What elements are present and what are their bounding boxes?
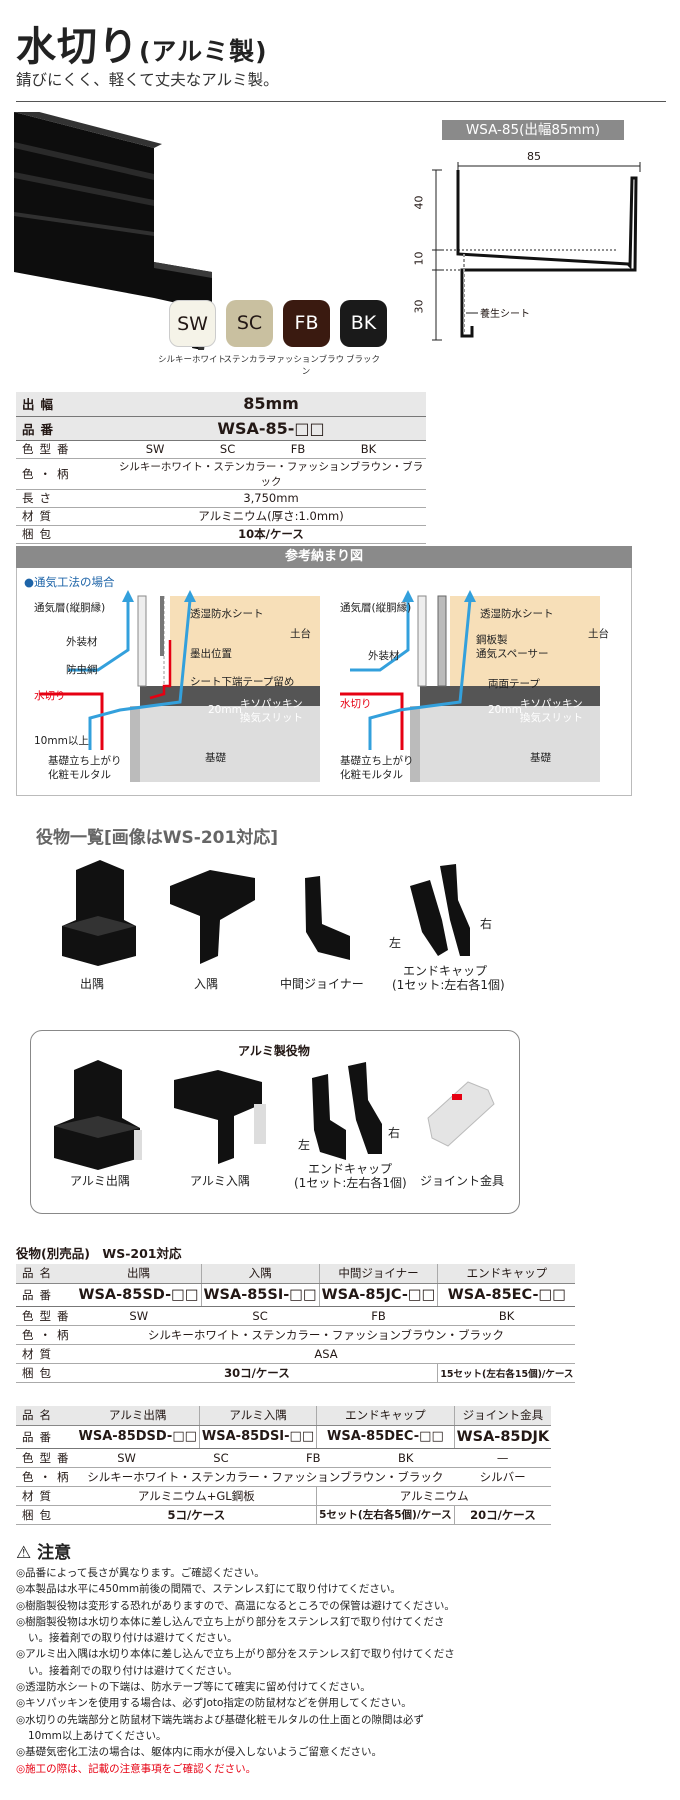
- ref-left-r3: 墨出位置: [190, 648, 232, 660]
- ref-right-r2: 土台: [588, 628, 609, 640]
- ref-right-l6: 基礎立ち上がり: [340, 755, 414, 767]
- dim-h1: 40: [412, 195, 426, 210]
- dimension-title: WSA-85(出幅85mm): [442, 120, 624, 140]
- ref-right-r5: 20mm: [488, 704, 522, 716]
- ref-right-r6: キソパッキン: [520, 698, 583, 710]
- swatch-sw: SW: [169, 300, 216, 347]
- alu-accessory-label-4: ジョイント金具: [420, 1174, 505, 1188]
- swatch-label-fb: ファッションブラウン: [267, 355, 345, 377]
- note-item: ◎透湿防水シートの下端は、防水テープ等にて確実に留め付けてください。: [16, 1681, 371, 1694]
- ref-right-l1: 通気層(縦胴縁): [340, 602, 412, 614]
- page-subtitle: 錆びにくく、軽くて丈夫なアルミ製。: [16, 71, 279, 89]
- alu-accessories-title: アルミ製役物: [238, 1044, 310, 1058]
- ref-left-r7: 換気スリット: [240, 712, 303, 724]
- ref-left-l6: 基礎立ち上がり: [48, 755, 122, 767]
- swatch-label-bk: ブラック: [345, 355, 380, 365]
- swatch-label-sw: シルキーホワイト: [157, 355, 226, 365]
- ref-right-l4: 水切り: [340, 698, 372, 710]
- note-item: ◎本製品は水平に450mm前後の間隔で、ステンレス釘にて取り付けてください。: [16, 1583, 401, 1596]
- alu-accessory-left: 左: [298, 1138, 311, 1152]
- reference-title: 参考納まり図: [16, 546, 632, 568]
- ref-left-l2: 外装材: [66, 636, 98, 648]
- ref-left-l1: 通気層(縦胴縁): [34, 602, 106, 614]
- reference-diagrams: [40, 590, 600, 782]
- swatch-fb: FB: [283, 300, 330, 347]
- dim-width: 85: [527, 150, 541, 163]
- accessories-title: 役物一覧[画像はWS-201対応]: [36, 828, 279, 848]
- dimension-drawing: [432, 162, 641, 341]
- accessory-left: 左: [389, 936, 402, 950]
- notes-list: ◎品番によって長さが異なります。ご確認ください。 ◎本製品は水平に450mm前後…: [16, 1565, 456, 1777]
- accessory-label-2: 中間ジョイナー: [280, 977, 364, 991]
- ref-left-l3: 防虫網: [66, 664, 98, 676]
- product-image: [14, 112, 212, 350]
- ref-right-r3b: 通気スペーサー: [476, 648, 549, 660]
- note-item: ◎水切りの先端部分と防鼠材下端先端および基礎化粧モルタルの仕上面との隙間は必ず1…: [16, 1713, 425, 1742]
- accessory-label-4: (1セット:左右各1個): [392, 978, 505, 992]
- note-item: ◎基礎気密化工法の場合は、躯体内に雨水が侵入しないようご留意ください。: [16, 1746, 382, 1759]
- dim-h2: 10: [412, 251, 426, 266]
- ref-left-l7: 化粧モルタル: [48, 769, 111, 781]
- note-item: ◎キソパッキンを使用する場合は、必ずJoto指定の防鼠材などを併用してください。: [16, 1697, 412, 1710]
- ref-left-r8: 基礎: [205, 752, 226, 764]
- accessory-label-0: 出隅: [80, 977, 105, 991]
- ref-left-r2: 土台: [290, 628, 311, 640]
- ref-right-l2: 外装材: [368, 650, 400, 662]
- table1-title: 役物(別売品) WS-201対応: [16, 1246, 182, 1261]
- alu-accessory-label-1: アルミ入隅: [190, 1174, 250, 1188]
- ref-right-r8: 基礎: [530, 752, 551, 764]
- swatch-bk: BK: [340, 300, 387, 347]
- ref-right-l7: 化粧モルタル: [340, 769, 403, 781]
- accessories-images: [62, 860, 470, 966]
- ref-left-r6: キソパッキン: [240, 698, 303, 710]
- ref-right-r3: 鋼板製: [476, 634, 508, 646]
- accessory-right: 右: [480, 917, 493, 931]
- dim-sheet-label: 養生シート: [480, 309, 530, 320]
- ref-right-r1: 透湿防水シート: [480, 608, 554, 620]
- alu-accessories-images: [54, 1060, 495, 1170]
- alu-accessory-label-0: アルミ出隅: [70, 1174, 130, 1188]
- alu-accessory-label-2: エンドキャップ: [308, 1162, 393, 1176]
- alu-accessory-right: 右: [388, 1126, 401, 1140]
- divider: [16, 101, 666, 102]
- alu-accessories-box: [30, 1030, 520, 1214]
- note-item: ◎品番によって長さが異なります。ご確認ください。: [16, 1567, 265, 1579]
- ref-right-r7: 換気スリット: [520, 712, 583, 724]
- ref-left-r1: 透湿防水シート: [190, 608, 264, 620]
- ref-right-r4: 両面テープ: [488, 678, 540, 690]
- dim-h3: 30: [412, 299, 426, 314]
- page-title: 水切り(アルミ製): [16, 24, 268, 70]
- ref-left-l4: 水切り: [34, 690, 66, 702]
- note-item: ◎アルミ出入隅は水切り本体に差し込んで立ち上がり部分をステンレス釘で取り付けてく…: [16, 1648, 455, 1677]
- ref-left-l5: 10mm以上: [34, 735, 89, 747]
- accessory-label-3: エンドキャップ: [403, 964, 488, 978]
- notes-title: ⚠ 注意: [16, 1543, 72, 1563]
- note-item: ◎樹脂製役物は変形する恐れがありますので、高温になるところでの保管は避けてくださ…: [16, 1599, 455, 1612]
- alu-accessory-label-3: (1セット:左右各1個): [294, 1176, 407, 1190]
- warning-icon: ⚠: [16, 1543, 32, 1563]
- reference-subtitle: ●通気工法の場合: [24, 575, 115, 589]
- swatch-label-sc: ステンカラー: [223, 355, 275, 365]
- note-item-warning: ◎施工の際は、記載の注意事項をご確認ください。: [16, 1762, 257, 1775]
- ref-left-r4: シート下端テープ留め: [190, 676, 295, 688]
- note-item: ◎樹脂製役物は水切り本体に差し込んで立ち上がり部分をステンレス釘で取り付けてくだ…: [16, 1615, 445, 1645]
- swatch-sc: SC: [226, 300, 273, 347]
- ref-left-r5: 20mm: [208, 704, 242, 716]
- accessory-label-1: 入隅: [194, 977, 219, 991]
